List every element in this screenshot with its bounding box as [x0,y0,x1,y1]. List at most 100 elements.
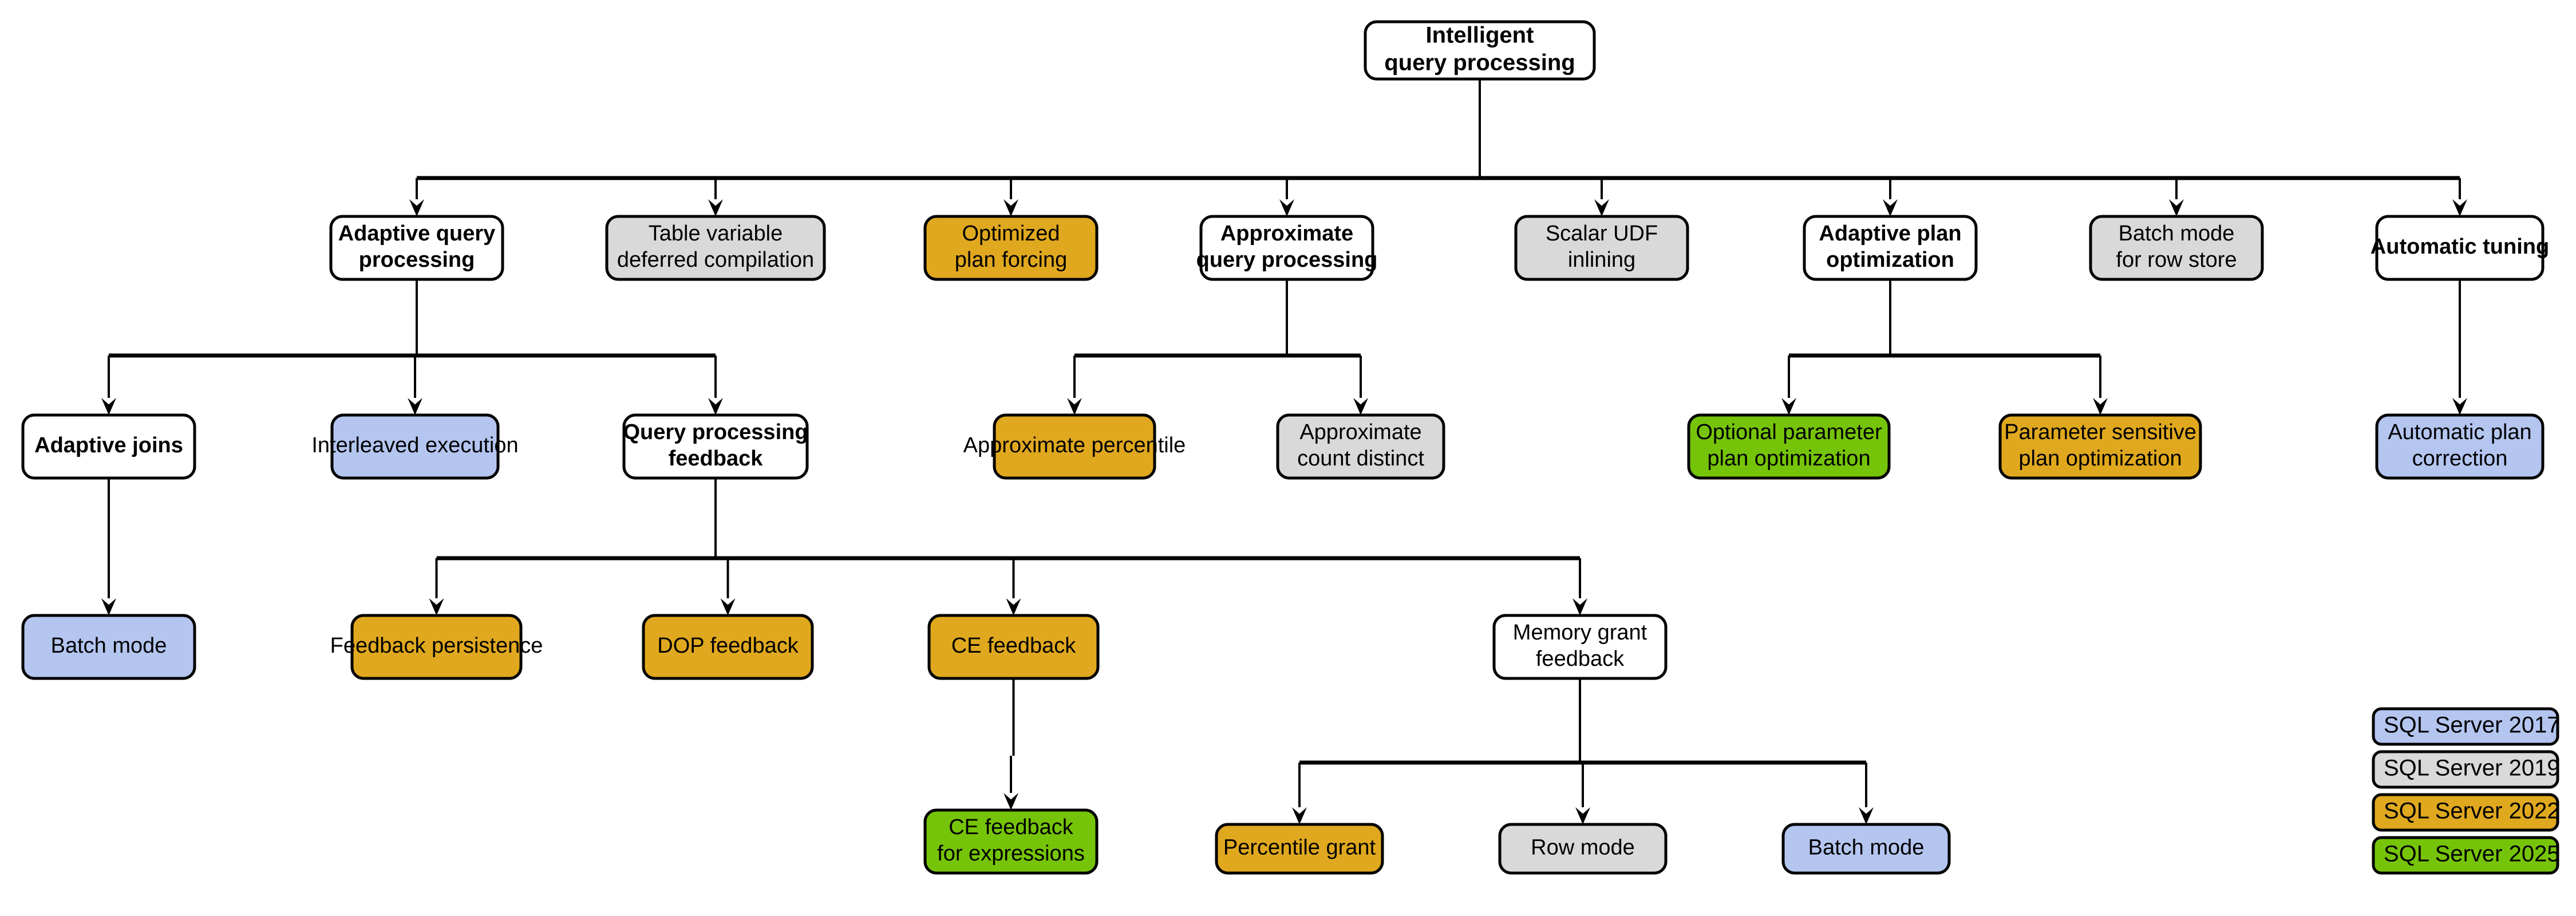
node-label: Parameter sensitive [2004,420,2196,444]
node-parameter-sensitive-plan-optimization[interactable]: Parameter sensitive plan optimization [1998,413,2202,480]
node-batch-mode[interactable]: Batch mode [1781,823,1951,875]
legend-item-sql-server-2017[interactable]: SQL Server 2017 [2372,707,2560,746]
node-label: inlining [1568,248,1635,272]
node-label: Intelligent [1426,23,1534,48]
node-label: processing [359,248,475,272]
edge-arrowhead [2452,199,2467,216]
node-percentile-grant[interactable]: Percentile grant [1215,823,1384,875]
node-shape [1364,20,1596,81]
node-shape [1781,823,1951,875]
edge-arrowhead [101,598,116,615]
node-approximate-count-distinct[interactable]: Approximate count distinct [1276,413,1445,480]
legend-label: SQL Server 2022 [2384,799,2560,824]
node-shape [1687,413,1891,480]
node-ce-feedback[interactable]: CE feedback [927,614,1100,680]
edge-arrowhead [429,598,444,615]
node-shape [642,614,814,680]
node-adaptive-joins[interactable]: Adaptive joins [21,413,196,480]
node-query-processing-feedback[interactable]: Query processing feedback [622,413,809,480]
edge-arrowhead [1003,199,1018,216]
node-shape [927,614,1100,680]
node-automatic-tuning[interactable]: Automatic tuning [2370,215,2549,281]
node-label: Adaptive query [338,222,496,246]
edge-arrowhead [1067,398,1082,415]
node-label: Table variable [649,222,783,246]
node-label: Percentile grant [1223,836,1376,860]
node-label: feedback [1536,647,1625,671]
node-label: CE feedback [951,634,1077,658]
node-dop-feedback[interactable]: DOP feedback [642,614,814,680]
node-label: query processing [1196,248,1378,272]
node-shape [21,614,196,680]
legend-item-sql-server-2022[interactable]: SQL Server 2022 [2372,793,2560,832]
node-label: Approximate [1299,420,1421,444]
node-label: Approximate [1220,222,1353,246]
edge-arrowhead [1003,793,1018,810]
node-label: Automatic tuning [2370,235,2549,259]
node-label: Batch mode [2119,222,2235,246]
node-interleaved-execution[interactable]: Interleaved execution [311,413,519,480]
node-label: Scalar UDF [1546,222,1658,246]
node-shape [923,215,1099,281]
node-shape [350,614,523,680]
node-shape [1998,413,2202,480]
legend-label: SQL Server 2017 [2384,713,2560,738]
node-shape [2375,215,2545,281]
node-shape [1514,215,1689,281]
node-shape [2375,413,2545,480]
node-shape [329,215,504,281]
node-label: feedback [669,447,764,471]
node-feedback-persistence[interactable]: Feedback persistence [330,614,543,680]
node-shape [330,413,500,480]
edge-arrowhead [2093,398,2108,415]
node-shape [923,808,1099,875]
node-shape [2089,215,2264,281]
edge-arrowhead [2452,398,2467,415]
edge-arrowhead [409,199,424,216]
edge-arrowhead [2169,199,2184,216]
node-label: Query processing [623,420,808,444]
legend-label: SQL Server 2025 [2384,842,2560,867]
edge-arrowhead [708,398,723,415]
node-label: Optimized [962,222,1060,246]
node-label: Batch mode [1808,836,1925,860]
node-row-mode[interactable]: Row mode [1498,823,1668,875]
node-approximate-percentile[interactable]: Approximate percentile [963,413,1186,480]
node-label: Automatic plan [2388,420,2531,444]
node-shape [1492,614,1668,680]
node-shape [1276,413,1445,480]
legend-swatch [2372,750,2559,789]
node-label: for row store [2116,248,2237,272]
node-label: plan optimization [2018,447,2182,471]
node-label: deferred compilation [617,248,814,272]
edge-arrowhead [1781,398,1796,415]
node-label: Adaptive joins [34,433,183,457]
node-shape [622,413,809,480]
node-shape [1199,215,1374,281]
legend-swatch [2372,707,2559,746]
node-label: Row mode [1531,836,1635,860]
node-label: count distinct [1297,447,1424,471]
node-label: plan optimization [1707,447,1870,471]
edge-arrowhead [1292,807,1307,824]
node-batch-mode[interactable]: Batch mode [21,614,196,680]
node-label: DOP feedback [657,634,799,658]
legend-item-sql-server-2025[interactable]: SQL Server 2025 [2372,836,2560,875]
edge-arrowhead [1594,199,1609,216]
legend-item-sql-server-2019[interactable]: SQL Server 2019 [2372,750,2560,789]
